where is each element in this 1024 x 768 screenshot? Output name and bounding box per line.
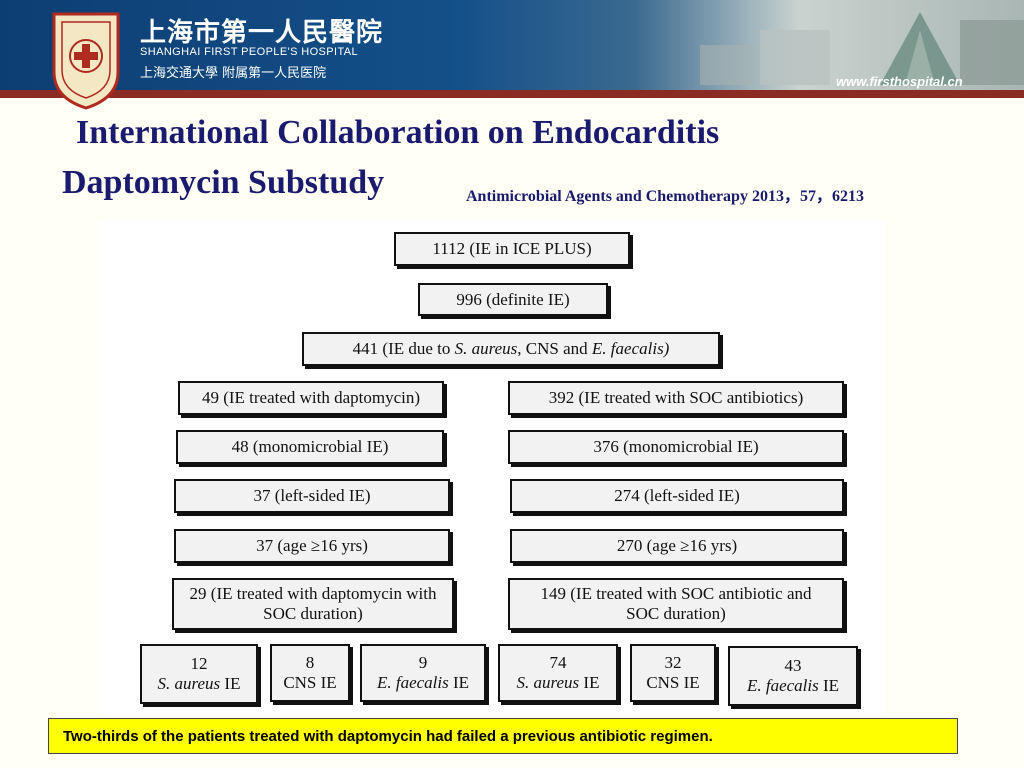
highlight-note: Two-thirds of the patients treated with … [48, 718, 958, 754]
hospital-url[interactable]: www.firsthospital.cn [836, 74, 963, 89]
flow-box-top2: 996 (definite IE) [418, 283, 608, 316]
flow-leaf-4: 74 S. aureus IE [498, 644, 618, 702]
flow-leaf-1: 12 S. aureus IE [140, 644, 258, 704]
flow-box-left-2: 48 (monomicrobial IE) [176, 430, 444, 464]
flow-leaf-2: 8 CNS IE [270, 644, 350, 702]
flow-box-top3: 441 (IE due to S. aureus, CNS and E. fae… [302, 332, 720, 366]
flow-box-left-1: 49 (IE treated with daptomycin) [178, 381, 444, 415]
hospital-building-icon [700, 12, 1024, 85]
flow-leaf-5: 32 CNS IE [630, 644, 716, 702]
banner-stripe [0, 90, 1024, 98]
citation: Antimicrobial Agents and Chemotherapy 20… [466, 188, 864, 205]
flow-leaf-6: 43 E. faecalis IE [728, 646, 858, 706]
university-affiliation: 上海交通大學 附属第一人民医院 [140, 66, 327, 81]
hospital-name-cn: 上海市第一人民醫院 [140, 18, 384, 48]
flow-box-right-2: 376 (monomicrobial IE) [508, 430, 844, 464]
flow-leaf-3: 9 E. faecalis IE [360, 644, 486, 702]
slide-title-line1: International Collaboration on Endocardi… [76, 114, 720, 151]
flow-box-left-5: 29 (IE treated with daptomycin with SOC … [172, 578, 454, 630]
header-banner: 上海市第一人民醫院 SHANGHAI FIRST PEOPLE'S HOSPIT… [0, 0, 1024, 98]
hospital-name-en: SHANGHAI FIRST PEOPLE'S HOSPITAL [140, 46, 359, 58]
slide-title-line2: Daptomycin Substudy [62, 164, 385, 201]
flow-box-right-3: 274 (left-sided IE) [510, 479, 844, 513]
flow-box-right-5: 149 (IE treated with SOC antibiotic and … [508, 578, 844, 630]
hospital-crest-icon [52, 12, 120, 110]
flow-box-right-4: 270 (age ≥16 yrs) [510, 529, 844, 563]
flow-box-top1: 1112 (IE in ICE PLUS) [394, 232, 630, 266]
flow-box-right-1: 392 (IE treated with SOC antibiotics) [508, 381, 844, 415]
flow-box-left-3: 37 (left-sided IE) [174, 479, 450, 513]
flow-box-left-4: 37 (age ≥16 yrs) [174, 529, 450, 563]
